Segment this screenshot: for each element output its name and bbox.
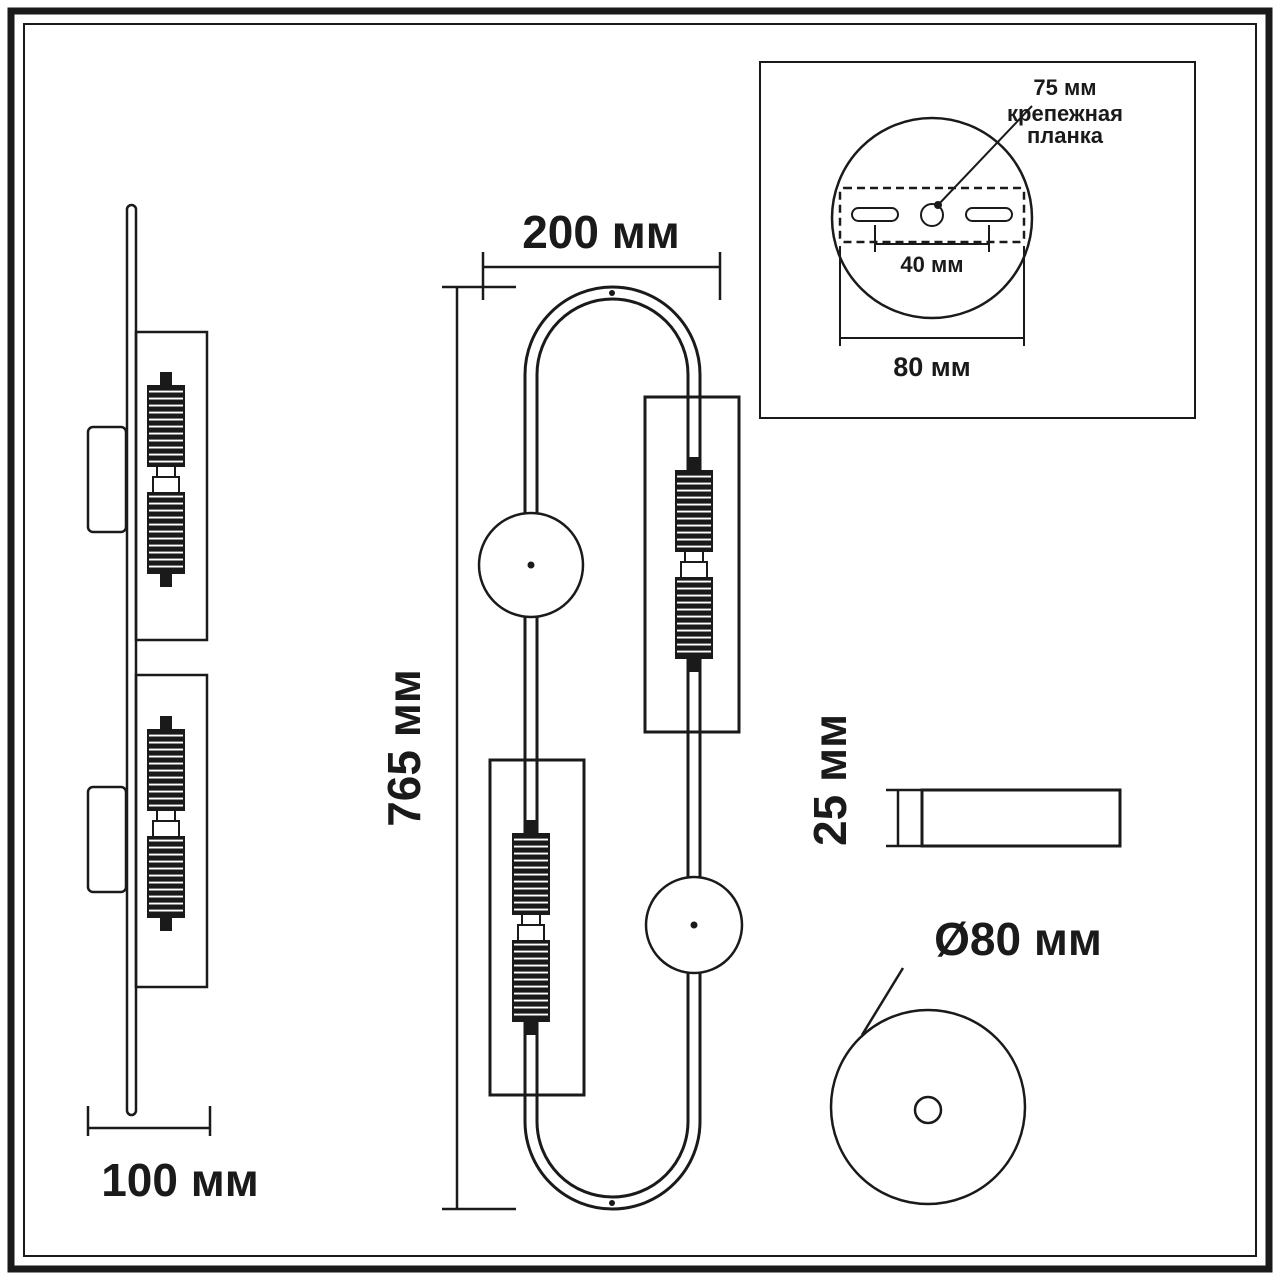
center-hole [920, 203, 944, 227]
page-frame [7, 7, 1273, 1273]
front-bulb-left [512, 819, 550, 1036]
inset-border [759, 61, 1196, 419]
front-view: 200 мм 765 мм [378, 206, 744, 1211]
hole-leader [934, 105, 1033, 209]
front-canopy-bottom [644, 875, 744, 975]
plate-circle [830, 116, 1034, 320]
base-leader [860, 967, 905, 1036]
front-tube-inner [535, 297, 690, 1199]
plate-name-line2: планка [1027, 123, 1104, 148]
mounting-bar-dashed [838, 186, 1026, 244]
base-diameter-label: Ø80 мм [934, 913, 1102, 965]
hole-label: 75 мм [1033, 75, 1096, 100]
slot-spacing-dimension: 40 мм [874, 225, 990, 277]
side-shade-bottom [134, 673, 209, 989]
side-backplate [125, 203, 138, 1117]
profile-rect [920, 788, 1122, 848]
plate-name-line1: крепежная [1007, 101, 1123, 126]
base-center-hole [913, 1095, 943, 1125]
front-height-dimension: 765 мм [378, 285, 516, 1211]
mounting-plate-inset: 75 мм крепежная планка 40 мм 80 мм [759, 61, 1196, 419]
front-canopy-top [477, 511, 585, 619]
side-bulb-top [147, 371, 185, 588]
front-shade-left [488, 758, 586, 1097]
side-width-dimension: 100 мм [86, 1106, 259, 1206]
plate-width-label: 80 мм [893, 352, 970, 382]
side-width-label: 100 мм [101, 1154, 259, 1206]
front-width-dimension: 200 мм [481, 206, 722, 300]
base-circle [829, 1008, 1027, 1206]
side-view: 100 мм [86, 203, 259, 1206]
plate-width-dimension: 80 мм [839, 246, 1025, 382]
front-height-label: 765 мм [378, 669, 430, 827]
canopy-profile-view: 25 мм [804, 714, 1122, 848]
slot-right [965, 207, 1013, 222]
front-tube-outer [523, 285, 702, 1211]
slot-spacing-label: 40 мм [900, 252, 963, 277]
profile-depth-label: 25 мм [804, 714, 856, 846]
front-shade-right [643, 395, 741, 734]
side-bulb-bottom [147, 715, 185, 932]
front-bulb-right [675, 456, 713, 673]
side-shade-top [134, 330, 209, 642]
canopy-base-view: Ø80 мм [829, 913, 1102, 1206]
slot-left [851, 207, 899, 222]
front-width-label: 200 мм [522, 206, 680, 258]
